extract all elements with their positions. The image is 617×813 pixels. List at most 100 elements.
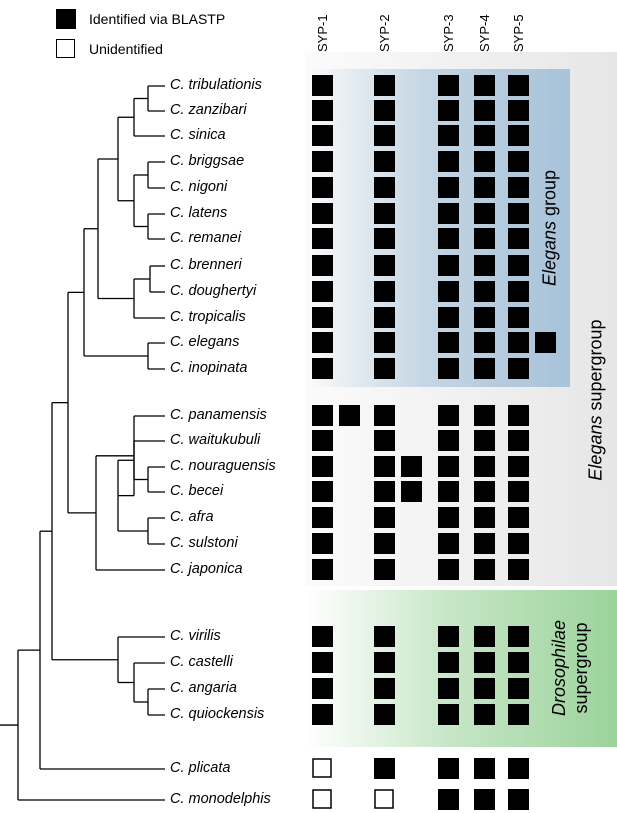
species-label: C. tribulationis	[170, 77, 262, 93]
species-label: C. tropicalis	[170, 309, 246, 325]
filled-cell	[374, 704, 395, 725]
filled-cell	[374, 228, 395, 249]
filled-cell	[474, 203, 495, 224]
filled-cell	[438, 456, 459, 477]
filled-cell	[312, 678, 333, 699]
species-label: C. panamensis	[170, 407, 267, 423]
filled-cell	[312, 533, 333, 554]
column-header: SYP-4	[477, 14, 492, 52]
species-label: C. briggsae	[170, 153, 245, 169]
filled-cell	[508, 228, 529, 249]
filled-cell	[474, 75, 495, 96]
species-label: C. plicata	[170, 760, 231, 776]
filled-cell	[474, 228, 495, 249]
column-header: SYP-3	[441, 14, 456, 52]
filled-cell	[474, 430, 495, 451]
filled-cell	[438, 255, 459, 276]
column-header: SYP-5	[511, 14, 526, 52]
filled-cell	[374, 358, 395, 379]
filled-cell	[374, 281, 395, 302]
filled-cell	[374, 75, 395, 96]
filled-cell	[438, 358, 459, 379]
filled-cell	[312, 100, 333, 121]
species-label: C. nouraguensis	[170, 458, 276, 474]
filled-cell	[374, 678, 395, 699]
filled-cell	[312, 481, 333, 502]
species-label: C. japonica	[170, 561, 243, 577]
filled-cell	[374, 481, 395, 502]
species-label: C. waitukubuli	[170, 432, 261, 448]
filled-cell	[508, 100, 529, 121]
filled-cell	[474, 125, 495, 146]
filled-cell	[438, 507, 459, 528]
filled-cell	[438, 652, 459, 673]
filled-cell	[312, 75, 333, 96]
filled-cell	[339, 405, 360, 426]
filled-cell	[535, 332, 556, 353]
species-label: C. latens	[170, 205, 228, 221]
filled-cell	[474, 533, 495, 554]
filled-cell	[508, 255, 529, 276]
filled-cell	[508, 481, 529, 502]
filled-cell	[374, 405, 395, 426]
filled-cell	[508, 678, 529, 699]
filled-cell	[312, 203, 333, 224]
filled-cell	[508, 507, 529, 528]
filled-cell	[438, 533, 459, 554]
filled-cell	[438, 228, 459, 249]
filled-cell	[312, 430, 333, 451]
filled-cell	[474, 456, 495, 477]
species-label: C. angaria	[170, 680, 237, 696]
filled-cell	[508, 307, 529, 328]
filled-cell	[312, 307, 333, 328]
filled-cell	[312, 151, 333, 172]
column-header: SYP-2	[377, 14, 392, 52]
species-label: C. inopinata	[170, 360, 248, 376]
filled-cell	[438, 281, 459, 302]
species-label: C. elegans	[170, 334, 240, 350]
filled-cell	[438, 481, 459, 502]
filled-cell	[508, 758, 529, 779]
filled-cell	[312, 281, 333, 302]
filled-cell	[438, 151, 459, 172]
filled-cell	[474, 100, 495, 121]
filled-cell	[312, 228, 333, 249]
filled-cell	[312, 652, 333, 673]
filled-cell	[438, 332, 459, 353]
species-label: C. sinica	[170, 127, 226, 143]
filled-cell	[374, 332, 395, 353]
filled-cell	[401, 481, 422, 502]
filled-cell	[508, 332, 529, 353]
filled-cell	[508, 789, 529, 810]
species-label: C. afra	[170, 509, 214, 525]
filled-cell	[312, 177, 333, 198]
filled-cell	[508, 75, 529, 96]
filled-cell	[312, 507, 333, 528]
filled-cell	[474, 358, 495, 379]
elegans-group-label: Elegans group	[539, 169, 560, 287]
filled-cell	[508, 533, 529, 554]
filled-cell	[474, 652, 495, 673]
filled-cell	[474, 281, 495, 302]
filled-cell	[374, 456, 395, 477]
filled-cell	[474, 481, 495, 502]
species-label: C. zanzibari	[170, 102, 247, 118]
filled-cell	[374, 758, 395, 779]
filled-cell	[374, 652, 395, 673]
filled-cell	[508, 125, 529, 146]
phylogenetic-tree	[0, 85, 165, 801]
filled-cell	[474, 758, 495, 779]
filled-cell	[474, 678, 495, 699]
filled-cell	[508, 704, 529, 725]
filled-cell	[374, 203, 395, 224]
filled-cell	[438, 559, 459, 580]
filled-cell	[508, 456, 529, 477]
filled-cell	[312, 358, 333, 379]
filled-cell	[312, 405, 333, 426]
filled-cell	[508, 203, 529, 224]
filled-cell	[508, 151, 529, 172]
filled-cell	[474, 789, 495, 810]
species-label: C. nigoni	[170, 179, 228, 195]
